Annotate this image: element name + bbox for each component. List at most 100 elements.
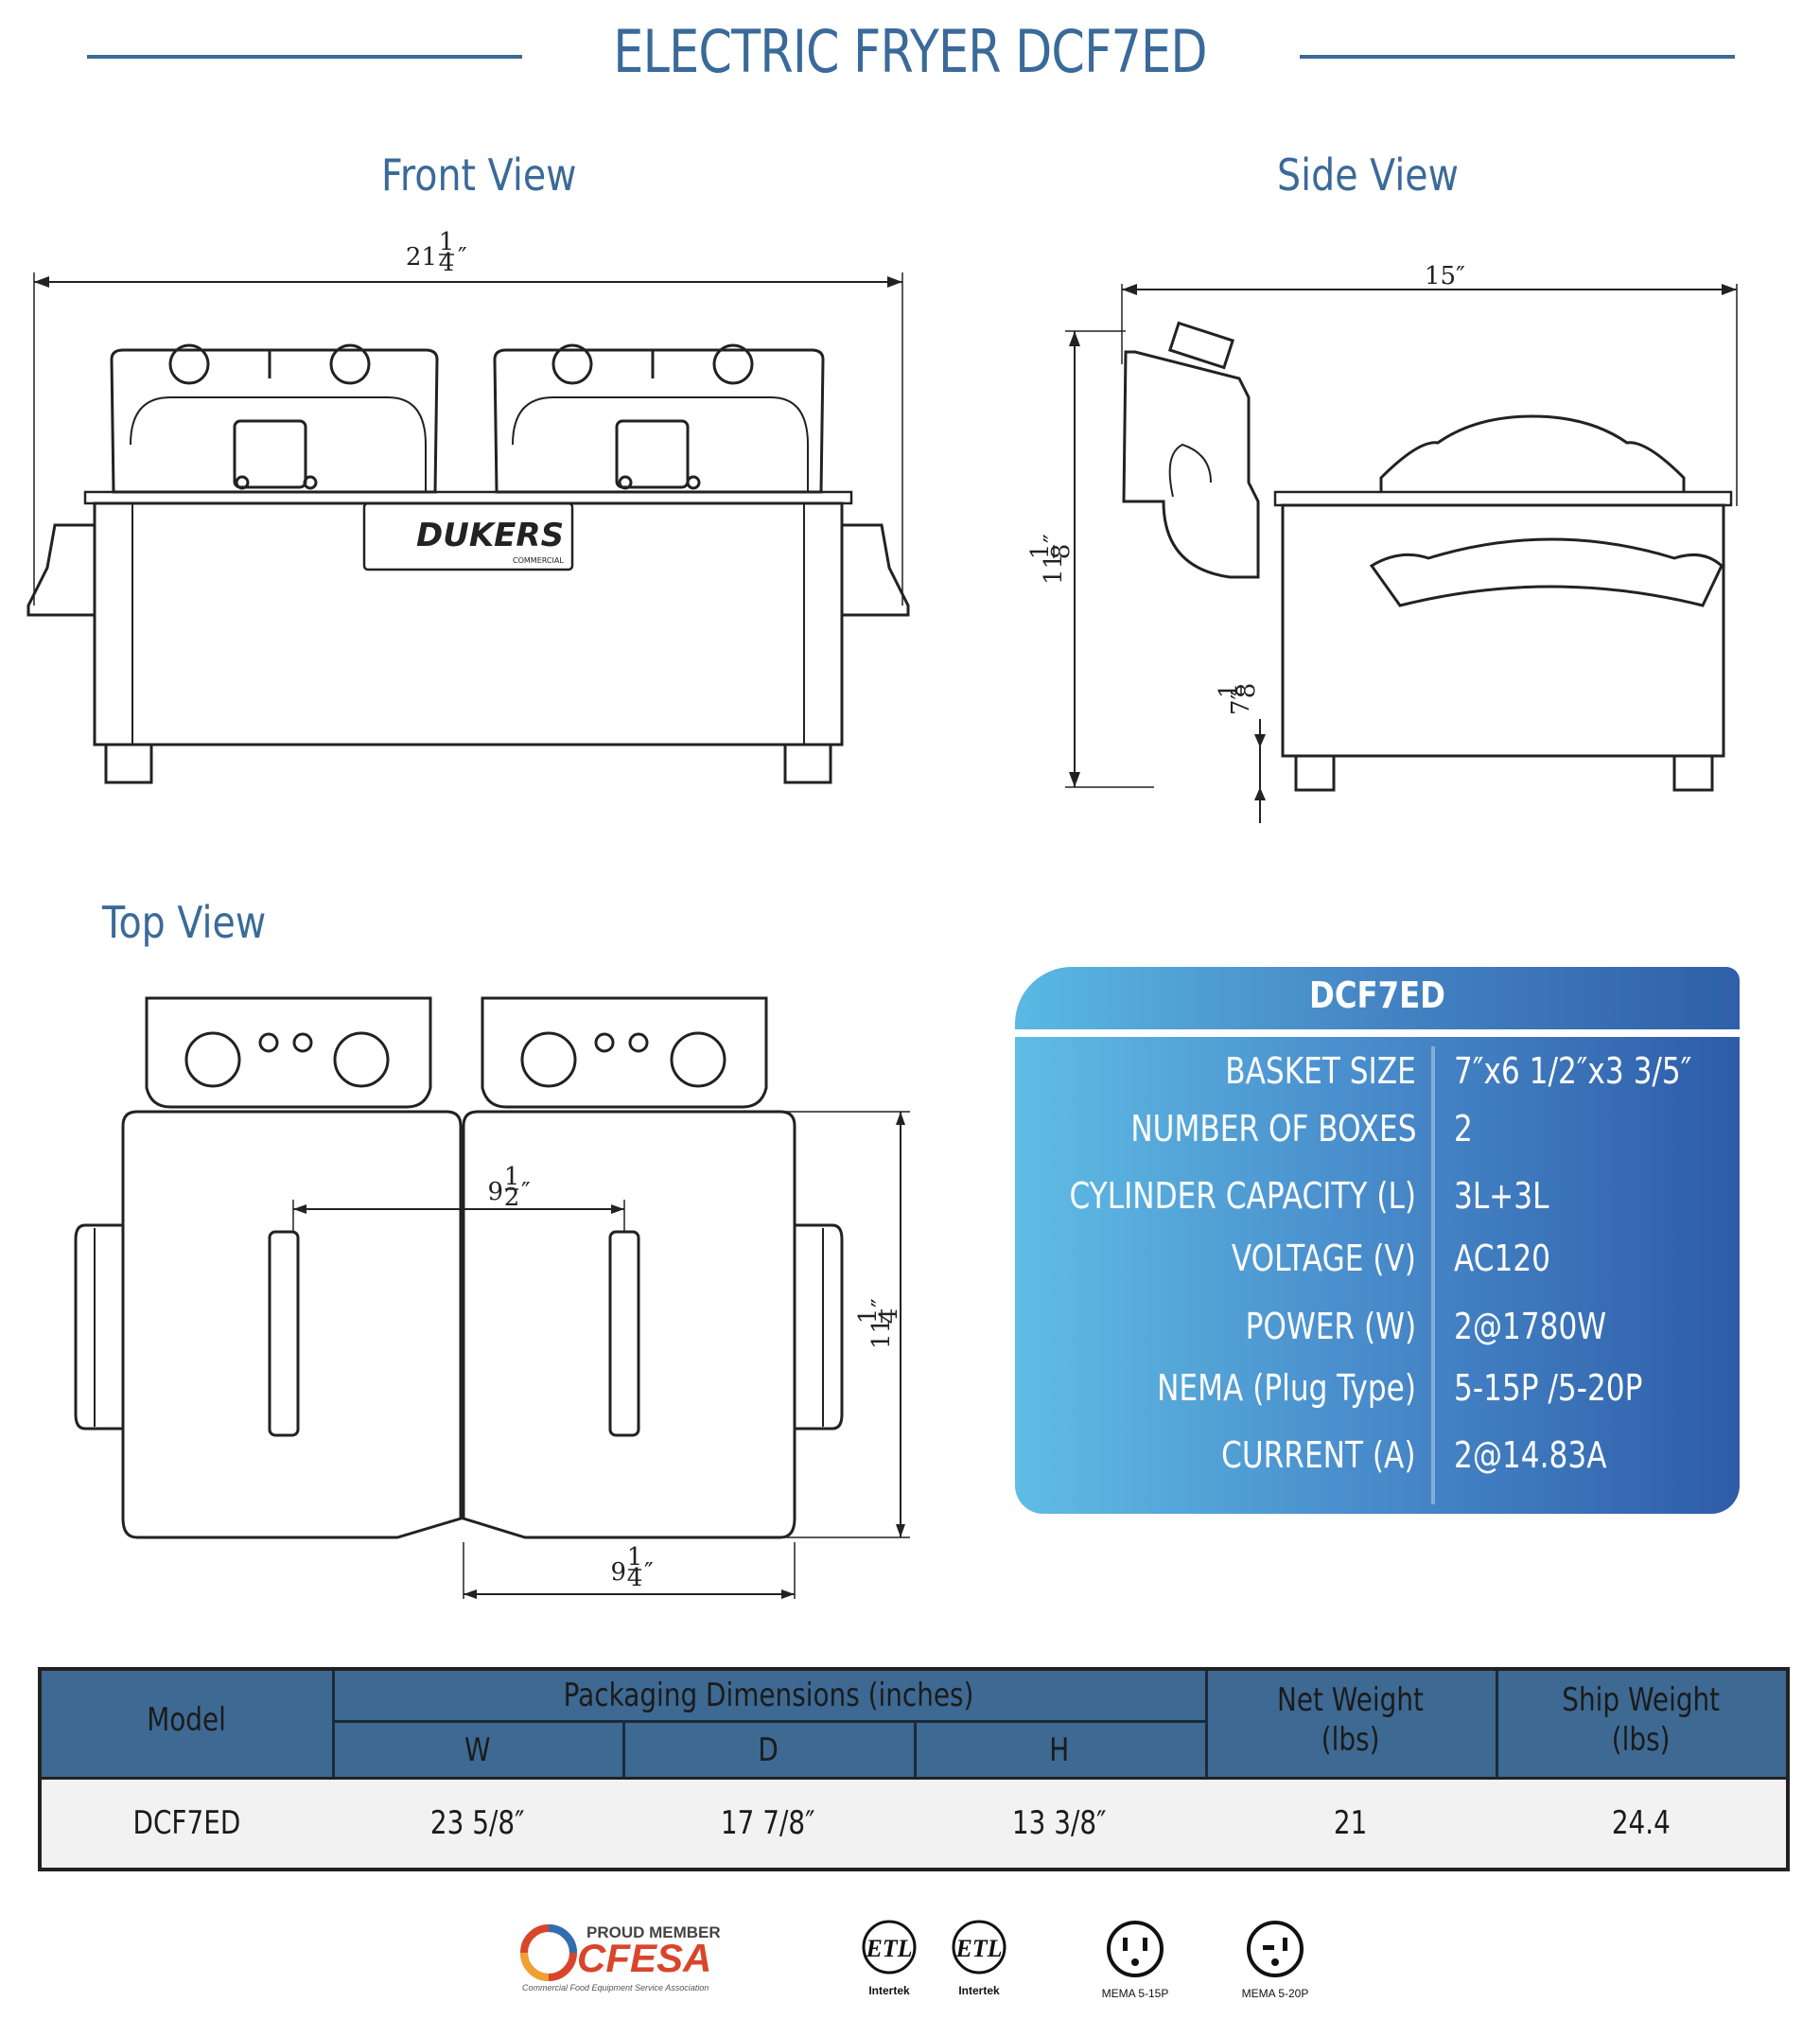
spec-card-body: BASKET SIZE 7″x6 1/2″x3 3/5″ NUMBER OF B… <box>1015 1037 1740 1514</box>
svg-text:1: 1 <box>504 1163 520 1191</box>
side-height-label: 11 1 8 ″ <box>1026 534 1076 585</box>
front-side-handle-right <box>842 523 910 617</box>
spec-label: NUMBER OF BOXES <box>1129 1108 1416 1150</box>
svg-text:4: 4 <box>875 1308 903 1325</box>
cfesa-logo: PROUD MEMBER CFESA Commercial Food Equip… <box>520 1923 721 1993</box>
table-cell-net-weight: 21 <box>1333 1804 1368 1842</box>
side-body <box>1281 503 1725 758</box>
table-cell-model: DCF7ED <box>132 1804 241 1842</box>
spec-value: 2@14.83A <box>1454 1434 1607 1476</box>
spec-value: 7″x6 1/2″x3 3/5″ <box>1454 1050 1692 1092</box>
nema-5-20p-plug-icon: MEMA 5-20P <box>1242 1921 1309 2000</box>
top-basket-gap-label: 9 1 2 ″ <box>487 1163 531 1212</box>
top-depth-label: 11 1 4 ″ <box>854 1298 903 1349</box>
page-title-row: ELECTRIC FRYER DCF7ED <box>0 17 1820 102</box>
spec-value: 2 <box>1454 1108 1473 1150</box>
page-title: ELECTRIC FRYER DCF7ED <box>613 17 1207 86</box>
svg-text:9: 9 <box>610 1558 626 1587</box>
svg-text:1: 1 <box>439 228 455 256</box>
svg-text:Intertek: Intertek <box>868 1984 910 1997</box>
svg-text:1: 1 <box>627 1543 643 1571</box>
top-pot-width-label: 9 1 4 ″ <box>610 1543 654 1592</box>
spec-value: 5-15P /5-20P <box>1454 1367 1643 1409</box>
svg-text:2: 2 <box>504 1184 520 1212</box>
svg-text:Intertek: Intertek <box>958 1984 1000 1997</box>
spec-label: CYLINDER CAPACITY (L) <box>1069 1175 1416 1217</box>
table-row: DCF7ED 23 5/8″ 17 7/8″ 13 3/8″ 21 24.4 <box>42 1777 1786 1868</box>
svg-text:1: 1 <box>1026 544 1055 560</box>
svg-text:21: 21 <box>406 243 437 272</box>
svg-text:9: 9 <box>487 1178 503 1206</box>
table-cell-h: 13 3/8″ <box>1012 1804 1107 1842</box>
spec-row: CURRENT (A) 2@14.83A <box>1015 1434 1740 1491</box>
spec-card-title: DCF7ED <box>1309 974 1445 1016</box>
table-header-packaging: Packaging Dimensions (inches) <box>563 1677 974 1714</box>
top-side-handle-left <box>74 1223 123 1431</box>
spec-card-divider <box>1431 1046 1435 1504</box>
dukers-logo-plate <box>362 501 574 571</box>
svg-text:CFESA: CFESA <box>577 1936 711 1980</box>
etl-listed-icon-1: ETL Intertek <box>862 1920 917 1997</box>
front-control-head-right <box>493 348 825 494</box>
spec-card: DCF7ED BASKET SIZE 7″x6 1/2″x3 3/5″ NUMB… <box>1015 967 1740 1514</box>
top-pot-right <box>462 1110 796 1539</box>
table-header-model: Model <box>147 1701 227 1739</box>
front-control-head-left <box>110 348 439 494</box>
title-rule-left <box>87 55 522 59</box>
top-view-label: Top View <box>102 897 267 948</box>
svg-text:ETL: ETL <box>954 1935 1002 1962</box>
table-cell-d: 17 7/8″ <box>721 1804 815 1842</box>
spec-row: NUMBER OF BOXES 2 <box>1015 1108 1740 1165</box>
spec-card-header: DCF7ED <box>1015 967 1740 1029</box>
svg-text:MEMA 5-15P: MEMA 5-15P <box>1102 1987 1169 2000</box>
svg-text:″: ″ <box>521 1178 531 1206</box>
spec-value: 3L+3L <box>1454 1175 1549 1217</box>
dukers-logo-text: DUKERS <box>416 517 564 554</box>
spec-row: VOLTAGE (V) AC120 <box>1015 1238 1740 1294</box>
svg-text:MEMA 5-20P: MEMA 5-20P <box>1242 1987 1309 2000</box>
etl-listed-icon-2: ETL Intertek <box>952 1920 1006 1997</box>
top-view-drawing: 9 1 2 ″ 9 1 4 ″ 11 1 4 ″ <box>74 996 910 1599</box>
svg-text:11: 11 <box>867 1318 896 1349</box>
spec-row: CYLINDER CAPACITY (L) 3L+3L <box>1015 1175 1740 1232</box>
front-view-drawing: DUKERS COMMERCIAL 21 1 4 ″ <box>26 228 910 784</box>
top-side-handle-right <box>795 1223 844 1431</box>
front-width-label: 21 1 4 ″ <box>406 228 467 277</box>
table-header-h: H <box>1049 1731 1070 1769</box>
table-header-d: D <box>758 1731 779 1769</box>
table-header-ship-weight: Ship Weight(lbs) <box>1562 1681 1720 1759</box>
spec-label: POWER (W) <box>1245 1306 1416 1347</box>
spec-row: NEMA (Plug Type) 5-15P /5-20P <box>1015 1367 1740 1424</box>
svg-text:4: 4 <box>627 1564 643 1592</box>
svg-text:″: ″ <box>644 1558 654 1587</box>
table-cell-ship-weight: 24.4 <box>1611 1804 1671 1842</box>
spec-row: POWER (W) 2@1780W <box>1015 1306 1740 1362</box>
dukers-logo-subtext: COMMERCIAL <box>513 556 564 565</box>
svg-text:8: 8 <box>1047 544 1076 560</box>
table-header-net-weight: Net Weight(lbs) <box>1277 1681 1424 1759</box>
nema-5-15p-plug-icon: MEMA 5-15P <box>1102 1921 1169 2000</box>
side-leg-label: 7″ 1 8 <box>1215 683 1261 715</box>
svg-text:4: 4 <box>439 249 455 277</box>
footer-logos: PROUD MEMBER CFESA Commercial Food Equip… <box>520 1920 1309 2000</box>
top-control-panel-right <box>481 996 768 1109</box>
svg-text:″: ″ <box>458 243 467 272</box>
spec-label: BASKET SIZE <box>1225 1050 1416 1092</box>
svg-text:Commercial Food Equipment Serv: Commercial Food Equipment Service Associ… <box>522 1983 709 1993</box>
spec-value: AC120 <box>1454 1238 1551 1279</box>
spec-label: NEMA (Plug Type) <box>1157 1367 1416 1409</box>
svg-text:1: 1 <box>854 1308 883 1325</box>
svg-text:PROUD MEMBER: PROUD MEMBER <box>586 1923 721 1941</box>
spec-label: CURRENT (A) <box>1221 1434 1416 1476</box>
svg-text:″: ″ <box>867 1298 896 1308</box>
side-control-head <box>1122 350 1260 579</box>
spec-value: 2@1780W <box>1454 1306 1607 1347</box>
side-basket-handle <box>1379 414 1686 492</box>
top-pot-left <box>121 1110 463 1539</box>
title-rule-right <box>1300 55 1735 59</box>
svg-text:15″: 15″ <box>1425 262 1465 290</box>
table-header-w: W <box>464 1731 491 1769</box>
side-pot-handle <box>1369 537 1724 607</box>
side-view-drawing: 15″ 11 1 8 ″ 7″ 1 8 <box>1026 262 1738 823</box>
table-cell-w: 23 5/8″ <box>429 1804 525 1842</box>
